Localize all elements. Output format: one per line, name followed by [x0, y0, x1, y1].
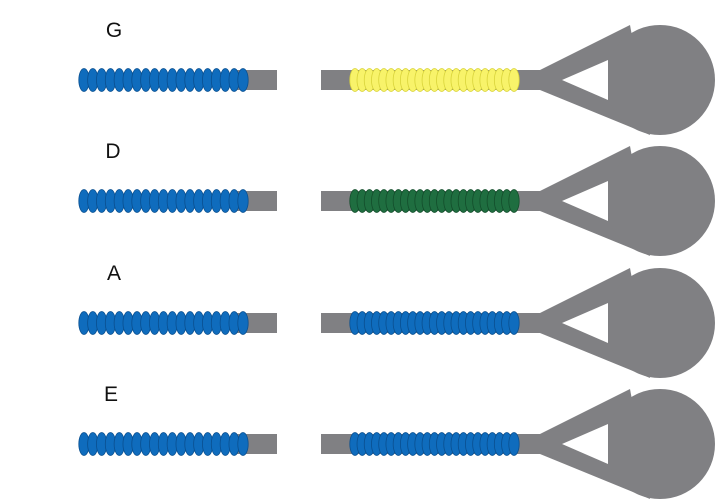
string-label: D — [105, 140, 120, 163]
right-bead — [508, 68, 520, 92]
ball-end — [605, 268, 715, 378]
string-row: A — [78, 262, 715, 378]
string-label: G — [106, 19, 122, 42]
string-label: A — [107, 262, 121, 285]
string-row: G — [78, 19, 715, 135]
string-row: D — [78, 140, 715, 256]
loop-hole — [562, 60, 608, 100]
loop-hole — [562, 424, 608, 464]
left-bead — [237, 311, 249, 335]
right-bead — [508, 189, 520, 213]
loop-hole — [562, 303, 608, 343]
left-bead — [237, 432, 249, 456]
left-bead — [237, 68, 249, 92]
ball-end — [605, 389, 715, 499]
string-label: E — [104, 383, 118, 406]
left-bead — [237, 189, 249, 213]
ball-end — [605, 146, 715, 256]
loop-hole — [562, 181, 608, 221]
right-bead — [508, 311, 520, 335]
string-row: E — [78, 383, 715, 499]
right-bead — [508, 432, 520, 456]
ball-end — [605, 25, 715, 135]
